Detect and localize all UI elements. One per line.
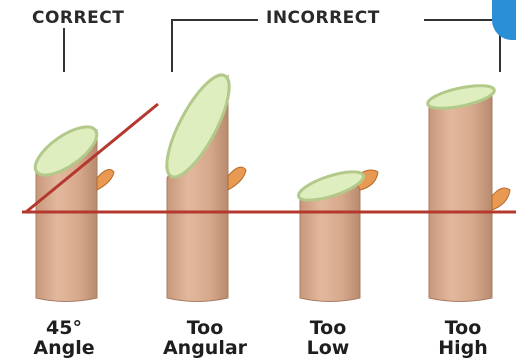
caption-line: Angular <box>150 338 260 358</box>
caption-too-angular: Too Angular <box>150 318 260 358</box>
caption-line: Too <box>150 318 260 338</box>
caption-line: Angle <box>9 338 119 358</box>
caption-too-high: Too High <box>408 318 516 358</box>
bud-icon <box>492 188 510 210</box>
stem-45-angle <box>28 118 114 301</box>
correct-heading: CORRECT <box>28 8 128 28</box>
caption-line: Low <box>273 338 383 358</box>
caption-line: 45° <box>9 318 119 338</box>
caption-line: Too <box>408 318 516 338</box>
bud-icon <box>228 167 246 190</box>
stem-too-low <box>296 166 378 302</box>
incorrect-heading: INCORRECT <box>262 8 384 28</box>
caption-45-angle: 45° Angle <box>9 318 119 358</box>
bud-icon <box>97 170 114 190</box>
caption-line: High <box>408 338 516 358</box>
caption-too-low: Too Low <box>273 318 383 358</box>
stem-too-angular <box>155 67 246 301</box>
caption-line: Too <box>273 318 383 338</box>
stem-too-high <box>426 81 510 301</box>
